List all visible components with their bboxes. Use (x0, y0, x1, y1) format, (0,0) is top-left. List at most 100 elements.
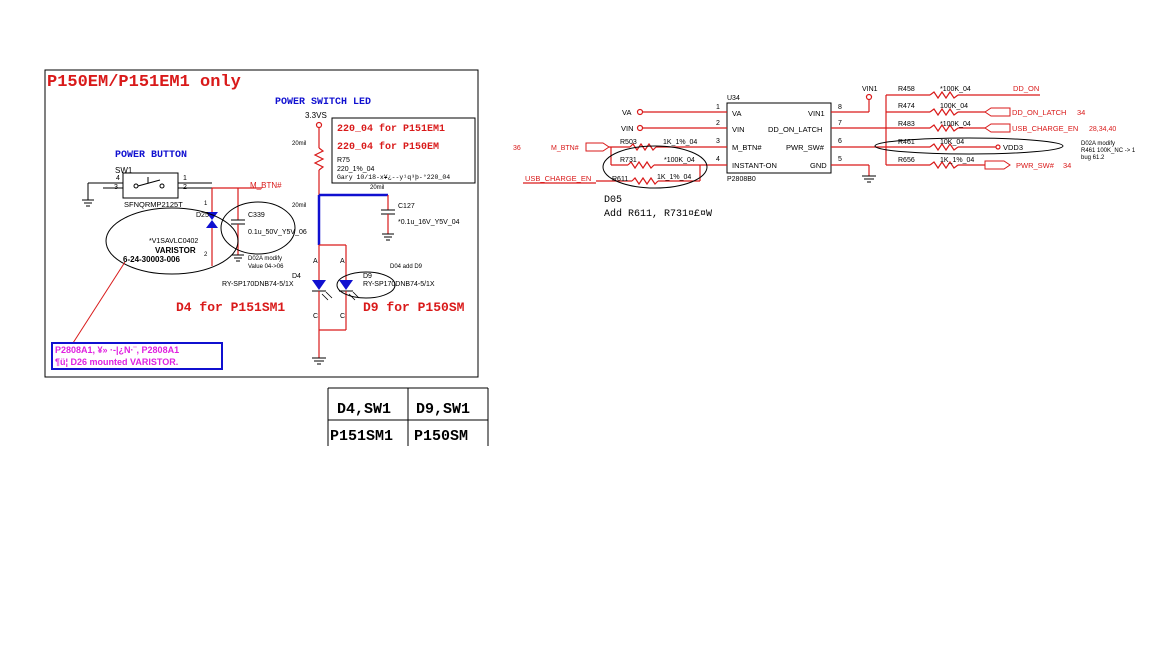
d4-led (312, 280, 326, 290)
r656-resistor (929, 160, 959, 170)
varistor-part: *V1SAVLC0402 (149, 238, 198, 245)
vdd3-net: VDD3 (1003, 143, 1023, 152)
r474-ref: R474 (898, 103, 915, 110)
d4-cathode-label: C (313, 313, 318, 320)
u34-pin1-name: VA (732, 109, 741, 118)
c339-value: 0.1u_50V_Y5V_06 (248, 229, 307, 236)
u34-ref: U34 (727, 95, 740, 102)
d4-anode-label: A (313, 258, 318, 265)
net-vin-label: VIN (621, 124, 634, 133)
d02a-note-2: Value 04->06 (248, 264, 284, 270)
r75-ref: R75 (337, 157, 350, 164)
right-u34-block: U34 P2808B0 VA VIN M_BTN# INSTANT-ON 1 2… (513, 84, 1136, 220)
u34-pin3-num: 3 (716, 138, 720, 145)
width-20mil-b: 20mil (292, 203, 306, 209)
d25-ref: D25 (196, 212, 209, 219)
u34-pin4-num: 4 (716, 156, 720, 163)
resistor-note-box (331, 117, 476, 184)
varistor-label: VARISTOR (155, 246, 196, 255)
r503-value: 1K_1%_04 (663, 139, 697, 146)
r461-value: 10K_04 (940, 139, 964, 146)
r731-value: *100K_04 (664, 157, 695, 164)
r483-resistor (929, 123, 959, 133)
r483-ref: R483 (898, 121, 915, 128)
r461-highlight-ellipse (874, 137, 1064, 155)
power-switch-led-heading: POWER SWITCH LED (275, 97, 371, 108)
d05-highlight-ellipse (602, 145, 708, 189)
r483-value: *100K_04 (940, 121, 971, 128)
d4-ref: D4 (292, 273, 301, 280)
d02a-right-note-3: bug 61.2 (1081, 155, 1105, 161)
mbtn-sheet-ref: 36 (513, 145, 521, 152)
note-leader-line (72, 261, 126, 344)
r474-value: 100K_04 (940, 103, 968, 110)
c339-highlight-ellipse (220, 201, 296, 255)
u34-pin7-num: 7 (838, 120, 842, 127)
width-20mil-c: 20mil (370, 185, 384, 191)
u34-chip (726, 102, 832, 174)
u34-pin8-num: 8 (838, 104, 842, 111)
sw1-switch (122, 172, 179, 199)
d25-pin2: 2 (204, 252, 208, 258)
res-note-p150em: 220_04 for P150EM (337, 141, 439, 153)
net-va-label: VA (622, 108, 631, 117)
d25-pin1: 1 (204, 201, 208, 207)
c339-ref: C339 (248, 212, 265, 219)
u34-pin6-name: PWR_SW# (786, 143, 825, 152)
varistor-pn: 6-24-30003-006 (123, 255, 180, 264)
r731-ref: R731 (620, 157, 637, 164)
r75-note: Gary 10/18-x¥¿--y¹q³þ-°220_04 (337, 173, 450, 181)
dd-on-latch-sheet: 34 (1077, 108, 1085, 117)
r611-ref: R611 (612, 176, 628, 183)
pwr-sw-sheet: 34 (1063, 161, 1071, 170)
r611-value: 1K_1%_04 (657, 174, 691, 181)
r611-resistor (631, 176, 659, 186)
sw1-pin4: 4 (116, 175, 120, 182)
d05-label: D05 (604, 195, 622, 206)
d02a-right-note-1: D02A modify (1081, 141, 1115, 147)
mbtn-net-in: M_BTN# (551, 145, 579, 152)
u34-pin1-num: 1 (716, 104, 720, 111)
r461-resistor (929, 142, 959, 152)
table-cell-2: P150SM (414, 428, 468, 445)
d4-add-d9-note: D04 add D9 (390, 264, 423, 270)
varistor-highlight-ellipse (105, 207, 239, 275)
r731-resistor (627, 160, 655, 170)
c127-value: *0.1u_16V_Y5V_04 (398, 219, 460, 226)
pwr-sw-port (984, 160, 1011, 170)
width-20mil-a: 20mil (292, 141, 306, 147)
r458-ref: R458 (898, 86, 915, 93)
d4-for-label: D4 for P151SM1 (176, 300, 285, 315)
mbtn-port (585, 142, 610, 152)
r656-ref: R656 (898, 157, 915, 164)
u34-pin2-num: 2 (716, 120, 720, 127)
u34-pin7-name: DD_ON_LATCH (768, 125, 822, 134)
left-block-title: P150EM/P151EM1 only (47, 73, 241, 92)
dd-on-latch-net: DD_ON_LATCH (1012, 108, 1066, 117)
c127-ref: C127 (398, 203, 415, 210)
d9-cathode-label: C (340, 313, 345, 320)
varistor-note-line1: P2808A1, ¥» ·-|¿N·¨, P2808A1 (55, 345, 179, 355)
u34-pin5-num: 5 (838, 156, 842, 163)
u34-pin3-name: M_BTN# (732, 143, 762, 152)
table-header-2: D9,SW1 (416, 401, 470, 418)
left-block-frame (44, 69, 479, 378)
power-button-heading: POWER BUTTON (115, 150, 187, 161)
d02a-right-note-2: R461 100K_NC -> 1 (1081, 148, 1136, 154)
r656-value: 1K_1%_04 (940, 157, 974, 164)
r75-value: 220_1%_04 (337, 166, 374, 173)
usb-charge-sheet: 28,34,40 (1089, 126, 1116, 133)
u34-pin2-name: VIN (732, 125, 745, 134)
varistor-note-line2: ¶ü¦ D26 mounted VARISTOR. (55, 357, 178, 367)
net-3v3-label: 3.3VS (305, 111, 327, 120)
left-power-button-block: P150EM/P151EM1 only POWER SWITCH LED POW… (44, 69, 479, 378)
sw1-part: SFNQRMP2125T (124, 200, 183, 209)
r474-resistor (929, 107, 959, 117)
usb-charge-net-in: USB_CHARGE_EN (525, 174, 591, 183)
res-note-p151em1: 220_04 for P151EM1 (337, 123, 445, 135)
r458-resistor (929, 90, 959, 100)
table-cell-1: P151SM1 (330, 428, 393, 445)
variant-table: D4,SW1 D9,SW1 P151SM1 P150SM (327, 387, 489, 446)
u34-pin5-name: GND (810, 161, 827, 170)
